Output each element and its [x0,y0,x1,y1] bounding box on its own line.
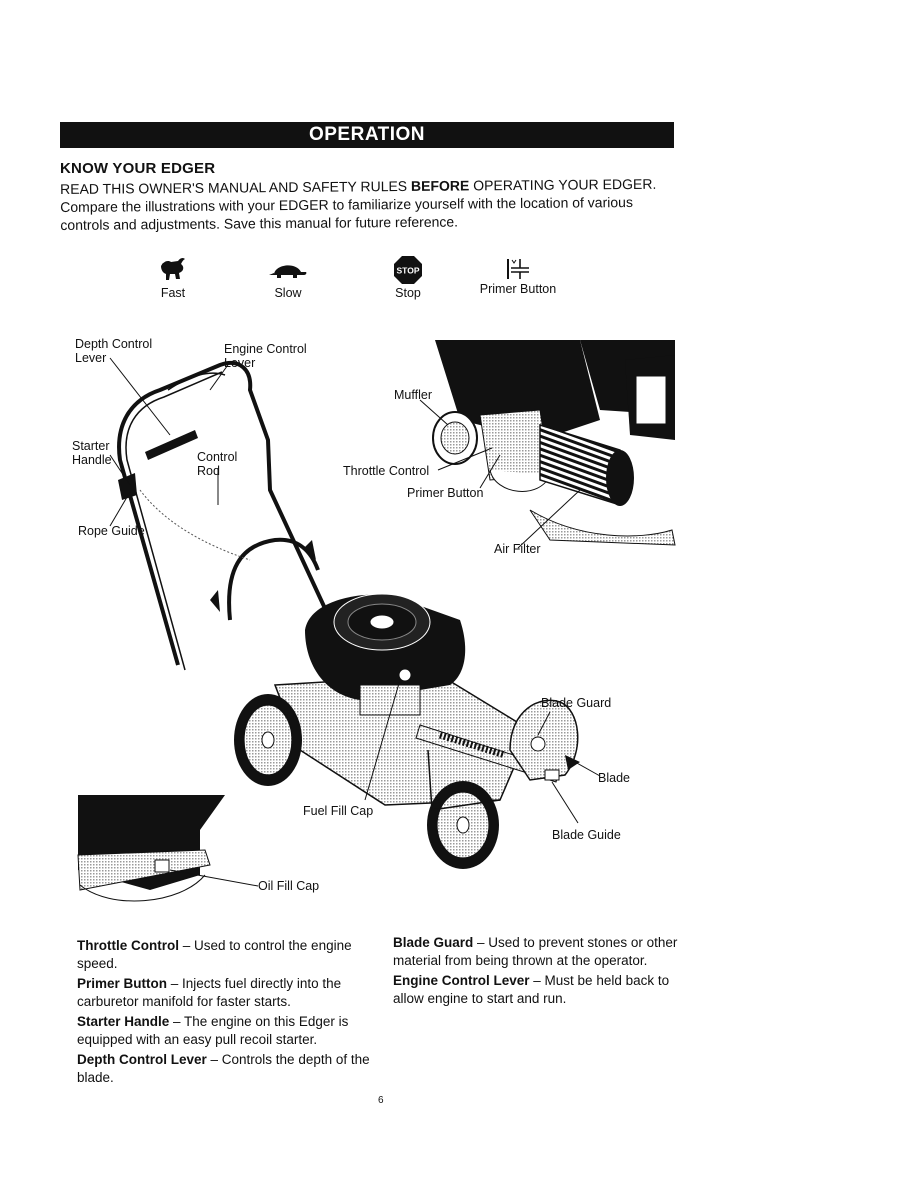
stop-sign-text: STOP [397,266,420,276]
handle-bracket [210,590,220,612]
blade-hub [530,736,546,752]
operation-banner: OPERATION [60,122,674,148]
label-engine-control-lever: Engine Control Lever [224,342,307,370]
section-title: KNOW YOUR EDGER [60,160,216,177]
turtle-icon [260,254,316,286]
label-blade-guard: Blade Guard [541,696,612,710]
desc-text: – Injects fuel directly into the carbure… [77,976,342,1009]
intro-text-pre: READ THIS OWNER'S MANUAL AND SAFETY RULE… [60,177,412,197]
label-oil-fill-cap: Oil Fill Cap [258,879,320,893]
desc-term: Throttle Control [77,938,179,953]
label-throttle-control: Throttle Control [343,464,430,478]
legend-primer-label: Primer Button [479,282,557,296]
edger-diagram [77,340,676,902]
front-wheel [427,781,499,869]
label-blade-guide: Blade Guide [552,828,621,842]
rear-wheel [234,694,302,786]
desc-term: Blade Guard [393,935,474,950]
depth-control-grip [145,430,198,460]
edger-engine [305,593,466,716]
desc-term: Starter Handle [77,1014,170,1029]
starter-handle-shape [118,473,137,500]
desc-item: Depth Control Lever – Controls the depth… [77,1051,377,1087]
starter-rope [139,489,251,561]
page-number: 6 [378,1095,384,1106]
edger-handle [117,361,337,666]
desc-item: Blade Guard – Used to prevent stones or … [393,934,693,970]
label-fuel-fill-cap: Fuel Fill Cap [303,804,374,818]
label-rope-guide: Rope Guide [78,524,145,538]
legend-stop: STOP Stop [384,254,432,300]
label-muffler: Muffler [394,388,432,402]
legend-fast: Fast [148,254,198,300]
desc-item: Starter Handle – The engine on this Edge… [77,1013,377,1049]
fuel-fill-cap-shape [398,668,412,682]
descriptions-right: Blade Guard – Used to prevent stones or … [393,934,693,1010]
desc-text: – The engine on this Edger is equipped w… [77,1014,349,1047]
edger-frame [427,749,501,811]
desc-item: Primer Button – Injects fuel directly in… [77,975,377,1011]
stop-sign-icon: STOP [384,254,432,286]
label-blade: Blade [598,771,630,785]
desc-term: Engine Control Lever [393,973,530,988]
blade-shape [565,755,580,770]
desc-term: Primer Button [77,976,168,991]
desc-text: – Used to prevent stones or other materi… [393,935,678,968]
desc-text: – Controls the depth of the blade. [77,1052,370,1085]
intro-text-bold: BEFORE [410,177,470,194]
desc-text: – Must be held back to allow engine to s… [393,973,670,1006]
oil-fill-cap-shape [154,859,170,873]
rabbit-icon [148,254,198,286]
engine-inset [430,340,676,546]
label-starter-handle: Starter Handle [72,439,112,467]
desc-term: Depth Control Lever [77,1052,207,1067]
legend-primer: Primer Button [472,254,564,296]
label-primer-button: Primer Button [407,486,484,500]
primer-button-icon [472,254,564,282]
label-control-rod: Control Rod [197,450,238,478]
handle-bracket-right [304,540,316,560]
edger-handle-inner [125,371,226,671]
desc-text: – Used to control the engine speed. [77,938,352,971]
legend-stop-label: Stop [395,286,421,300]
descriptions-left: Throttle Control – Used to control the e… [77,937,377,1089]
desc-item: Engine Control Lever – Must be held back… [393,972,693,1008]
label-depth-control-lever: Depth Control Lever [75,337,153,365]
intro-paragraph: READ THIS OWNER'S MANUAL AND SAFETY RULE… [60,175,678,234]
oil-cap-inset [77,795,225,902]
blade-spring [438,731,507,759]
legend-slow: Slow [260,254,316,300]
desc-item: Throttle Control – Used to control the e… [77,937,377,973]
legend-fast-label: Fast [160,286,186,300]
legend-slow-label: Slow [274,286,302,300]
label-air-filter: Air Filter [494,542,541,556]
leader-lines [109,357,601,887]
blade-guide-shape [544,769,560,781]
